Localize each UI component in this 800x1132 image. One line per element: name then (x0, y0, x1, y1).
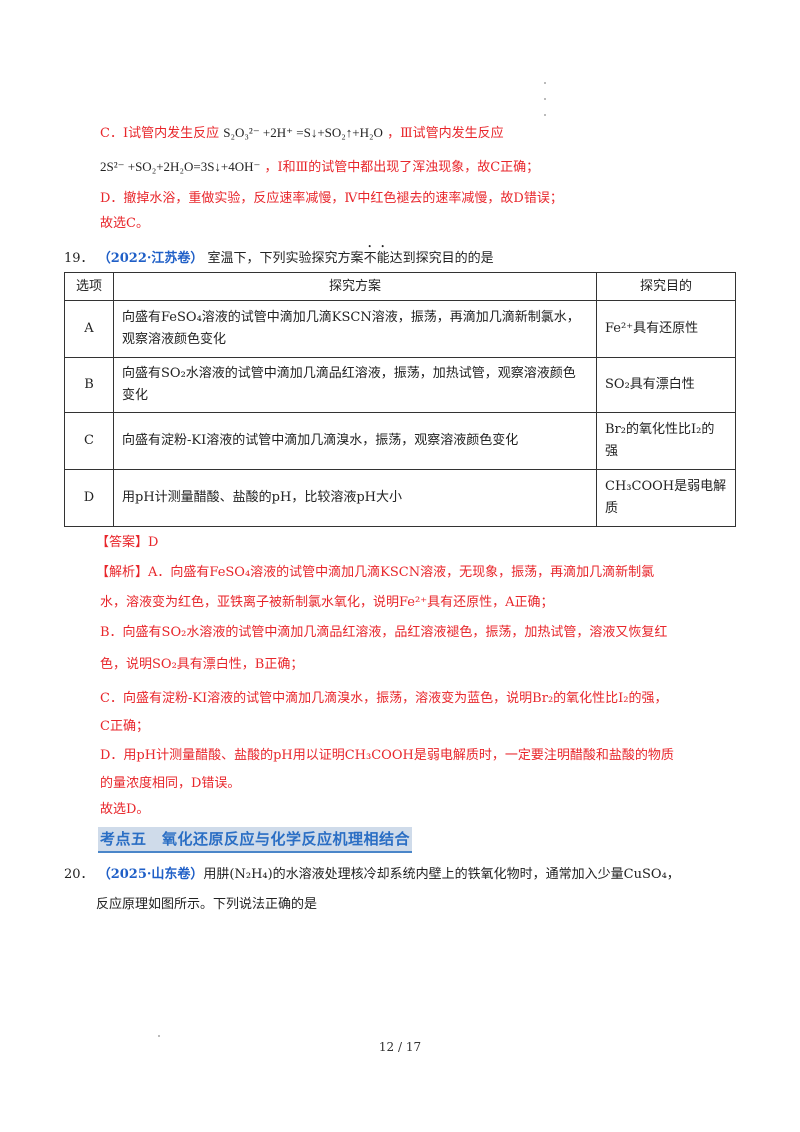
row-goal: SO₂具有漂白性 (596, 357, 736, 413)
margin-dot (544, 98, 546, 100)
header-option: 选项 (64, 272, 114, 301)
margin-dot (544, 114, 546, 116)
analysis-line: B．向盛有SO₂水溶液的试管中滴加几滴品红溶液，品红溶液褪色，振荡，加热试管，溶… (100, 625, 668, 640)
table-header-row: 选项 探究方案 探究目的 (64, 272, 736, 301)
question-number: 19． (64, 251, 94, 266)
table-row: A 向盛有FeSO₄溶液的试管中滴加几滴KSCN溶液，振荡，再滴加几滴新制氯水，… (64, 300, 736, 358)
section-heading: 考点五 氧化还原反应与化学反应机理相结合 (98, 827, 413, 853)
header-plan: 探究方案 (113, 272, 597, 301)
row-plan: 向盛有SO₂水溶液的试管中滴加几滴品红溶液，振荡，加热试管，观察溶液颜色变化 (113, 357, 597, 413)
prev-explanation-c-line2: 2S²⁻ +SO₂+2H₂O=3S↓+4OH⁻ ，Ⅰ和Ⅲ的试管中都出现了浑浊现象… (100, 158, 539, 177)
row-plan: 向盛有淀粉-KI溶液的试管中滴加几滴溴水，振荡，观察溶液颜色变化 (113, 412, 597, 470)
analysis-line: 水，溶液变为红色，亚铁离子被新制氯水氧化，说明Fe²⁺具有还原性，A正确； (100, 595, 554, 610)
answer-label: 【答案】 (96, 535, 149, 550)
emphasis-text: 不能 (363, 251, 390, 266)
row-goal: Fe²⁺具有还原性 (596, 300, 736, 358)
chemical-equation: 2S²⁻ +SO₂+2H₂O=3S↓+4OH⁻ (100, 159, 261, 174)
row-option: D (64, 469, 114, 527)
header-goal: 探究目的 (596, 272, 736, 301)
prev-explanation-c-line1: C．Ⅰ试管内发生反应 S₂O₃²⁻ +2H⁺ =S↓+SO₂↑+H₂O ，Ⅲ试管… (100, 124, 504, 143)
answer-value: D (148, 535, 159, 550)
q20-stem-line1: 20． （2025·山东卷）用肼(N₂H₄)的水溶液处理核冷却系统内壁上的铁氧化… (64, 866, 680, 884)
row-option: A (64, 300, 114, 358)
q20-stem-line2: 反应原理如图所示。下列说法正确的是 (96, 897, 318, 912)
analysis-line: 色，说明SO₂具有漂白性，B正确； (100, 657, 304, 672)
question-text: 达到探究目的的是 (389, 251, 494, 266)
table-row: C 向盛有淀粉-KI溶液的试管中滴加几滴溴水，振荡，观察溶液颜色变化 Br₂的氧… (64, 412, 736, 470)
table-row: B 向盛有SO₂水溶液的试管中滴加几滴品红溶液，振荡，加热试管，观察溶液颜色变化… (64, 357, 736, 413)
question-text: 用肼(N₂H₄)的水溶液处理核冷却系统内壁上的铁氧化物时，通常加入少量CuSO₄… (203, 867, 680, 882)
margin-dot (158, 1035, 160, 1037)
answer-line: 【答案】D (96, 534, 158, 552)
row-option: B (64, 357, 114, 413)
analysis-line: C正确； (100, 719, 149, 734)
question-source: （2025·山东卷） (97, 867, 204, 882)
row-option: C (64, 412, 114, 470)
analysis-line: 【解析】A．向盛有FeSO₄溶液的试管中滴加几滴KSCN溶液，无现象，振荡，再滴… (96, 564, 654, 582)
margin-dot (544, 82, 546, 84)
row-goal: Br₂的氧化性比I₂的强 (596, 412, 736, 470)
prev-explanation-d: D．撤掉水浴，重做实验，反应速率减慢，Ⅳ中红色褪去的速率减慢，故D错误； (100, 191, 563, 206)
explanation-text: C．Ⅰ试管内发生反应 (100, 126, 220, 141)
analysis-label: 【解析】 (96, 565, 149, 580)
chemical-equation: S₂O₃²⁻ +2H⁺ =S↓+SO₂↑+H₂O (223, 125, 383, 140)
explanation-text: ，Ⅲ试管内发生反应 (387, 126, 504, 141)
explanation-text: ，Ⅰ和Ⅲ的试管中都出现了浑浊现象，故C正确； (264, 160, 540, 175)
page-number: 12 / 17 (378, 1040, 422, 1054)
choose-line: 故选D。 (100, 802, 150, 817)
analysis-line: C．向盛有淀粉-KI溶液的试管中滴加几滴溴水，振荡，溶液变为蓝色，说明Br₂的氧… (100, 691, 668, 706)
row-goal: CH₃COOH是弱电解质 (596, 469, 736, 527)
row-plan: 用pH计测量醋酸、盐酸的pH，比较溶液pH大小 (113, 469, 597, 527)
question-source: （2022·江苏卷） (97, 251, 204, 266)
question-number: 20． (64, 867, 94, 882)
prev-choose: 故选C。 (100, 216, 149, 231)
row-plan: 向盛有FeSO₄溶液的试管中滴加几滴KSCN溶液，振荡，再滴加几滴新制氯水，观察… (113, 300, 597, 358)
table-row: D 用pH计测量醋酸、盐酸的pH，比较溶液pH大小 CH₃COOH是弱电解质 (64, 469, 736, 527)
q19-stem: 19． （2022·江苏卷） 室温下，下列实验探究方案不能达到探究目的的是 (64, 243, 494, 268)
question-text: 室温下，下列实验探究方案 (207, 251, 364, 266)
q19-table: 选项 探究方案 探究目的 A 向盛有FeSO₄溶液的试管中滴加几滴KSCN溶液，… (64, 272, 736, 527)
analysis-line: D．用pH计测量醋酸、盐酸的pH用以证明CH₃COOH是弱电解质时，一定要注明醋… (100, 748, 674, 763)
analysis-text: A．向盛有FeSO₄溶液的试管中滴加几滴KSCN溶液，无现象，振荡，再滴加几滴新… (148, 565, 655, 580)
analysis-line: 的量浓度相同，D错误。 (100, 776, 241, 791)
